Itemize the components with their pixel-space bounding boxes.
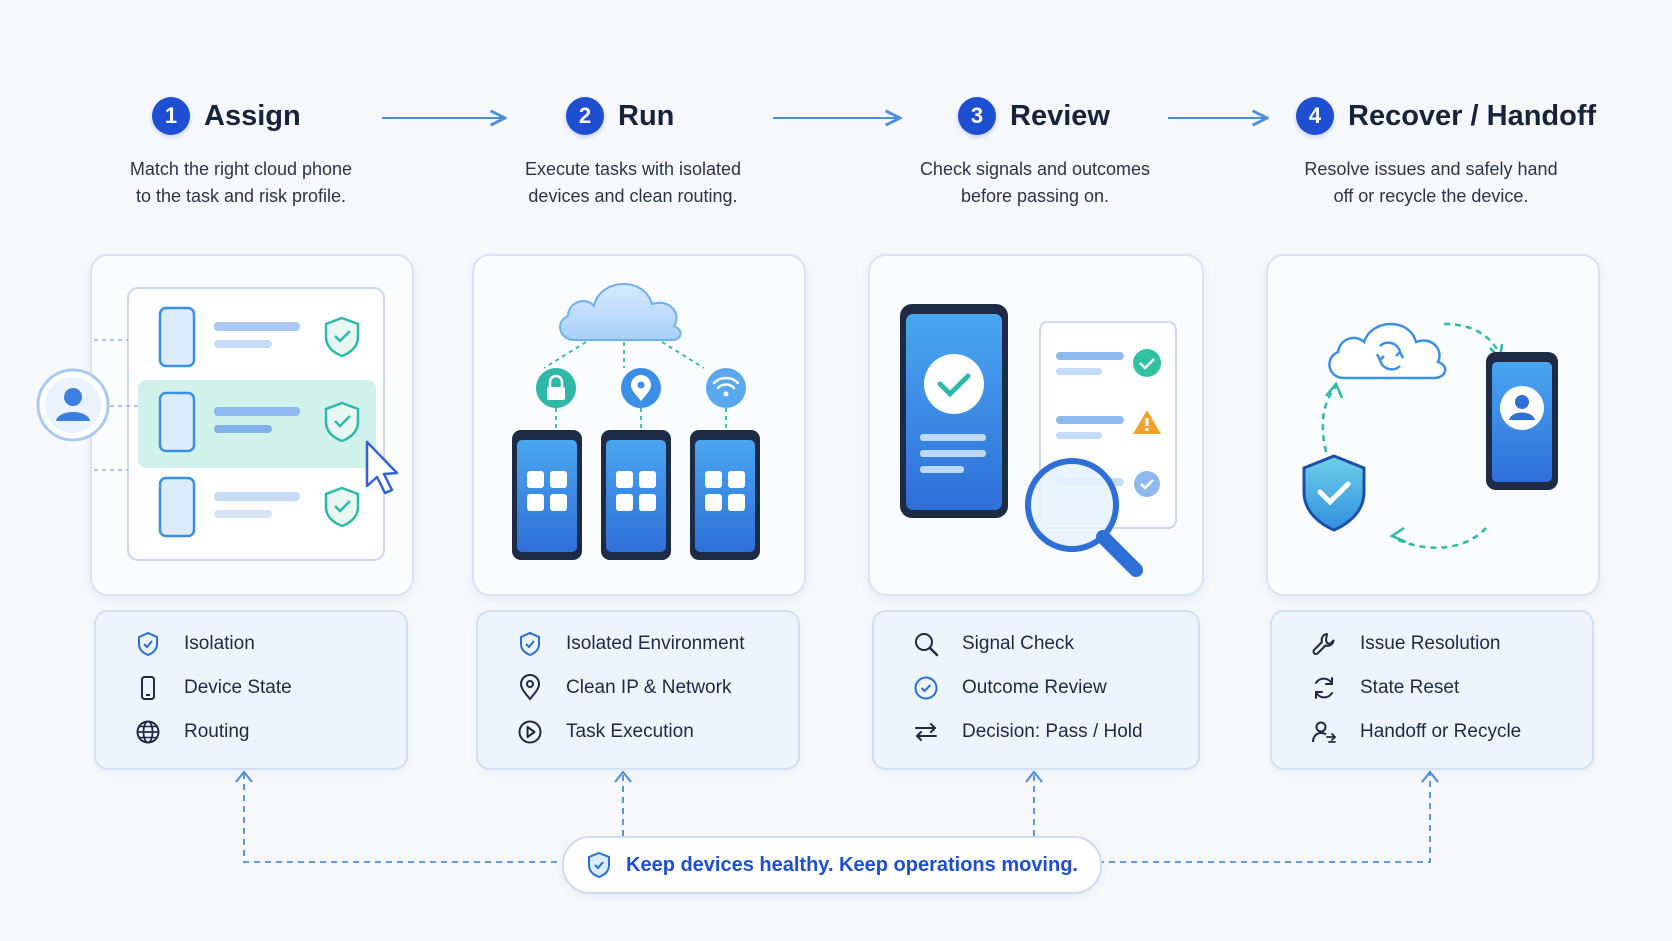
recover-features-box: Issue Resolution State Reset Handoff or … (1270, 610, 1594, 770)
run-illustration (512, 283, 760, 560)
feature-clean-ip: Clean IP & Network (516, 674, 731, 702)
handoff-phone (1486, 352, 1558, 490)
review-illustration-card (868, 254, 1204, 596)
phone-1 (512, 430, 582, 560)
shield-check-icon (1302, 454, 1366, 532)
location-pin-icon (621, 368, 661, 408)
check-circle-icon (914, 676, 938, 700)
check-badge-icon (1133, 349, 1161, 377)
location-pin-icon (519, 674, 541, 701)
step-2-number: 2 (566, 97, 604, 135)
step-1-header: 1 Assign (152, 97, 301, 135)
loop-arrow-step2 (614, 770, 632, 783)
shield-icon (588, 851, 610, 879)
review-illustration (900, 304, 1177, 577)
step-3-number: 3 (958, 97, 996, 135)
assign-features-box: Isolation Device State Routing (94, 610, 408, 770)
shield-icon (520, 631, 540, 657)
magnifier-icon (1025, 458, 1143, 577)
feature-task-execution: Task Execution (516, 718, 694, 746)
loop-line-right (1098, 773, 1431, 863)
cloud-sync-icon (1328, 322, 1447, 380)
phone-icon (141, 676, 155, 700)
step-2-title: Run (618, 99, 675, 132)
motto-text: Keep devices healthy. Keep operations mo… (626, 853, 1078, 876)
user-transfer-icon (1312, 721, 1337, 743)
loop-arrow-step4 (1421, 770, 1439, 783)
feature-signal-check: Signal Check (912, 630, 1074, 658)
device-row-1 (158, 306, 360, 368)
recover-illustration (1302, 322, 1558, 549)
wrench-icon (1312, 633, 1335, 655)
lock-icon (536, 368, 576, 408)
shield-icon (138, 631, 158, 657)
feature-state-reset: State Reset (1310, 674, 1459, 702)
run-illustration-card (472, 254, 806, 596)
step-1-title: Assign (204, 99, 301, 132)
step-4-title: Recover / Handoff (1348, 99, 1597, 132)
swap-arrows-icon (915, 723, 937, 741)
review-features-box: Signal Check Outcome Review Decision: Pa… (872, 610, 1200, 770)
phone-3 (690, 430, 760, 560)
feature-outcome-review: Outcome Review (912, 674, 1107, 702)
cursor-icon (365, 440, 399, 495)
feature-device-state: Device State (134, 674, 292, 702)
loop-arrow-step1 (235, 770, 253, 783)
search-icon (915, 633, 939, 657)
loop-line-left (243, 773, 562, 863)
globe-icon (136, 720, 160, 744)
step-4-header: 4 Recover / Handoff (1296, 97, 1596, 135)
play-icon (518, 720, 542, 744)
assign-illustration (70, 287, 399, 561)
phone-2 (601, 430, 671, 560)
recover-illustration-card (1266, 254, 1600, 596)
user-avatar-icon (36, 368, 110, 442)
step-4-number: 4 (1296, 97, 1334, 135)
run-features-box: Isolated Environment Clean IP & Network … (476, 610, 800, 770)
feature-decision: Decision: Pass / Hold (912, 718, 1143, 746)
cloud-icon (559, 283, 682, 341)
device-row-3 (158, 476, 360, 538)
device-row-2 (158, 391, 360, 453)
feature-issue-resolution: Issue Resolution (1310, 630, 1500, 658)
feature-isolation: Isolation (134, 630, 255, 658)
step-2-header: 2 Run (566, 97, 674, 135)
review-phone (900, 304, 1008, 518)
feature-isolated-environment: Isolated Environment (516, 630, 745, 658)
step-3-title: Review (1010, 99, 1110, 132)
loop-arrow-step3 (1025, 770, 1043, 783)
step-3-header: 3 Review (958, 97, 1110, 135)
feature-handoff-recycle: Handoff or Recycle (1310, 718, 1521, 746)
motto-banner: Keep devices healthy. Keep operations mo… (562, 836, 1102, 894)
refresh-icon (1315, 677, 1333, 699)
assign-illustration-card (70, 254, 414, 596)
step-1-number: 1 (152, 97, 190, 135)
feature-routing: Routing (134, 718, 250, 746)
wifi-icon (706, 368, 746, 408)
